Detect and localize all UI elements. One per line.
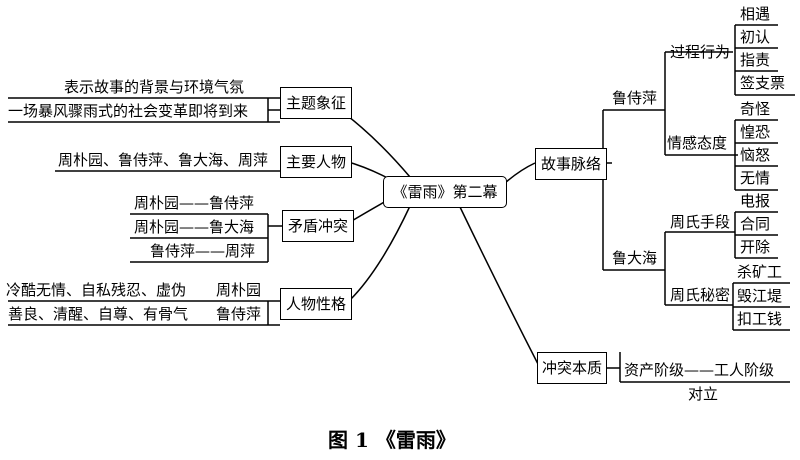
emotion-item: 无情	[740, 169, 771, 187]
process-label: 过程行为	[670, 43, 731, 61]
center-node: 《雷雨》第二幕	[383, 176, 507, 208]
process-item: 签支票	[740, 74, 786, 92]
main-characters-node: 主要人物	[280, 146, 352, 178]
means-item: 开除	[740, 238, 771, 256]
ludahai-label: 鲁大海	[612, 249, 658, 267]
process-item: 指责	[740, 51, 771, 69]
secrets-label: 周氏秘密	[670, 286, 731, 304]
secrets-item: 扣工钱	[737, 310, 783, 328]
theme-node: 主题象征	[280, 87, 352, 119]
emotion-item: 奇怪	[740, 100, 771, 118]
figure-caption: 图 1 《雷雨》	[328, 428, 456, 452]
secrets-item: 杀矿工	[737, 263, 783, 281]
personality-name: 鲁侍萍	[216, 305, 262, 323]
theme-item: 表示故事的背景与环境气氛	[64, 78, 245, 96]
essence-line2: 对立	[688, 385, 719, 403]
emotion-label: 情感态度	[667, 134, 728, 152]
emotion-item: 惶恐	[740, 123, 771, 141]
essence-line1: 资产阶级——工人阶级	[624, 361, 775, 379]
essence-node: 冲突本质	[537, 352, 607, 384]
conflict-item: 鲁侍萍——周萍	[150, 242, 256, 260]
personality-node: 人物性格	[280, 288, 352, 320]
theme-item: 一场暴风骤雨式的社会变革即将到来	[8, 102, 249, 120]
means-item: 电报	[740, 192, 771, 210]
personality-name: 周朴园	[216, 281, 262, 299]
personality-traits: 冷酷无情、自私残忍、虚伪	[6, 281, 187, 299]
personality-traits: 善良、清醒、自尊、有骨气	[8, 305, 189, 323]
means-item: 合同	[740, 215, 771, 233]
means-label: 周氏手段	[670, 213, 731, 231]
conflict-item: 周朴园——鲁侍萍	[134, 194, 255, 212]
conflicts-node: 矛盾冲突	[282, 210, 354, 242]
secrets-item: 毁江堤	[737, 287, 783, 305]
process-item: 相遇	[740, 5, 771, 23]
process-item: 初认	[740, 28, 771, 46]
plot-node: 故事脉络	[535, 148, 607, 180]
lushiping-label: 鲁侍萍	[612, 89, 658, 107]
main-characters-item: 周朴园、鲁侍萍、鲁大海、周萍	[58, 151, 269, 169]
emotion-item: 恼怒	[740, 146, 771, 164]
conflict-item: 周朴园——鲁大海	[134, 218, 255, 236]
